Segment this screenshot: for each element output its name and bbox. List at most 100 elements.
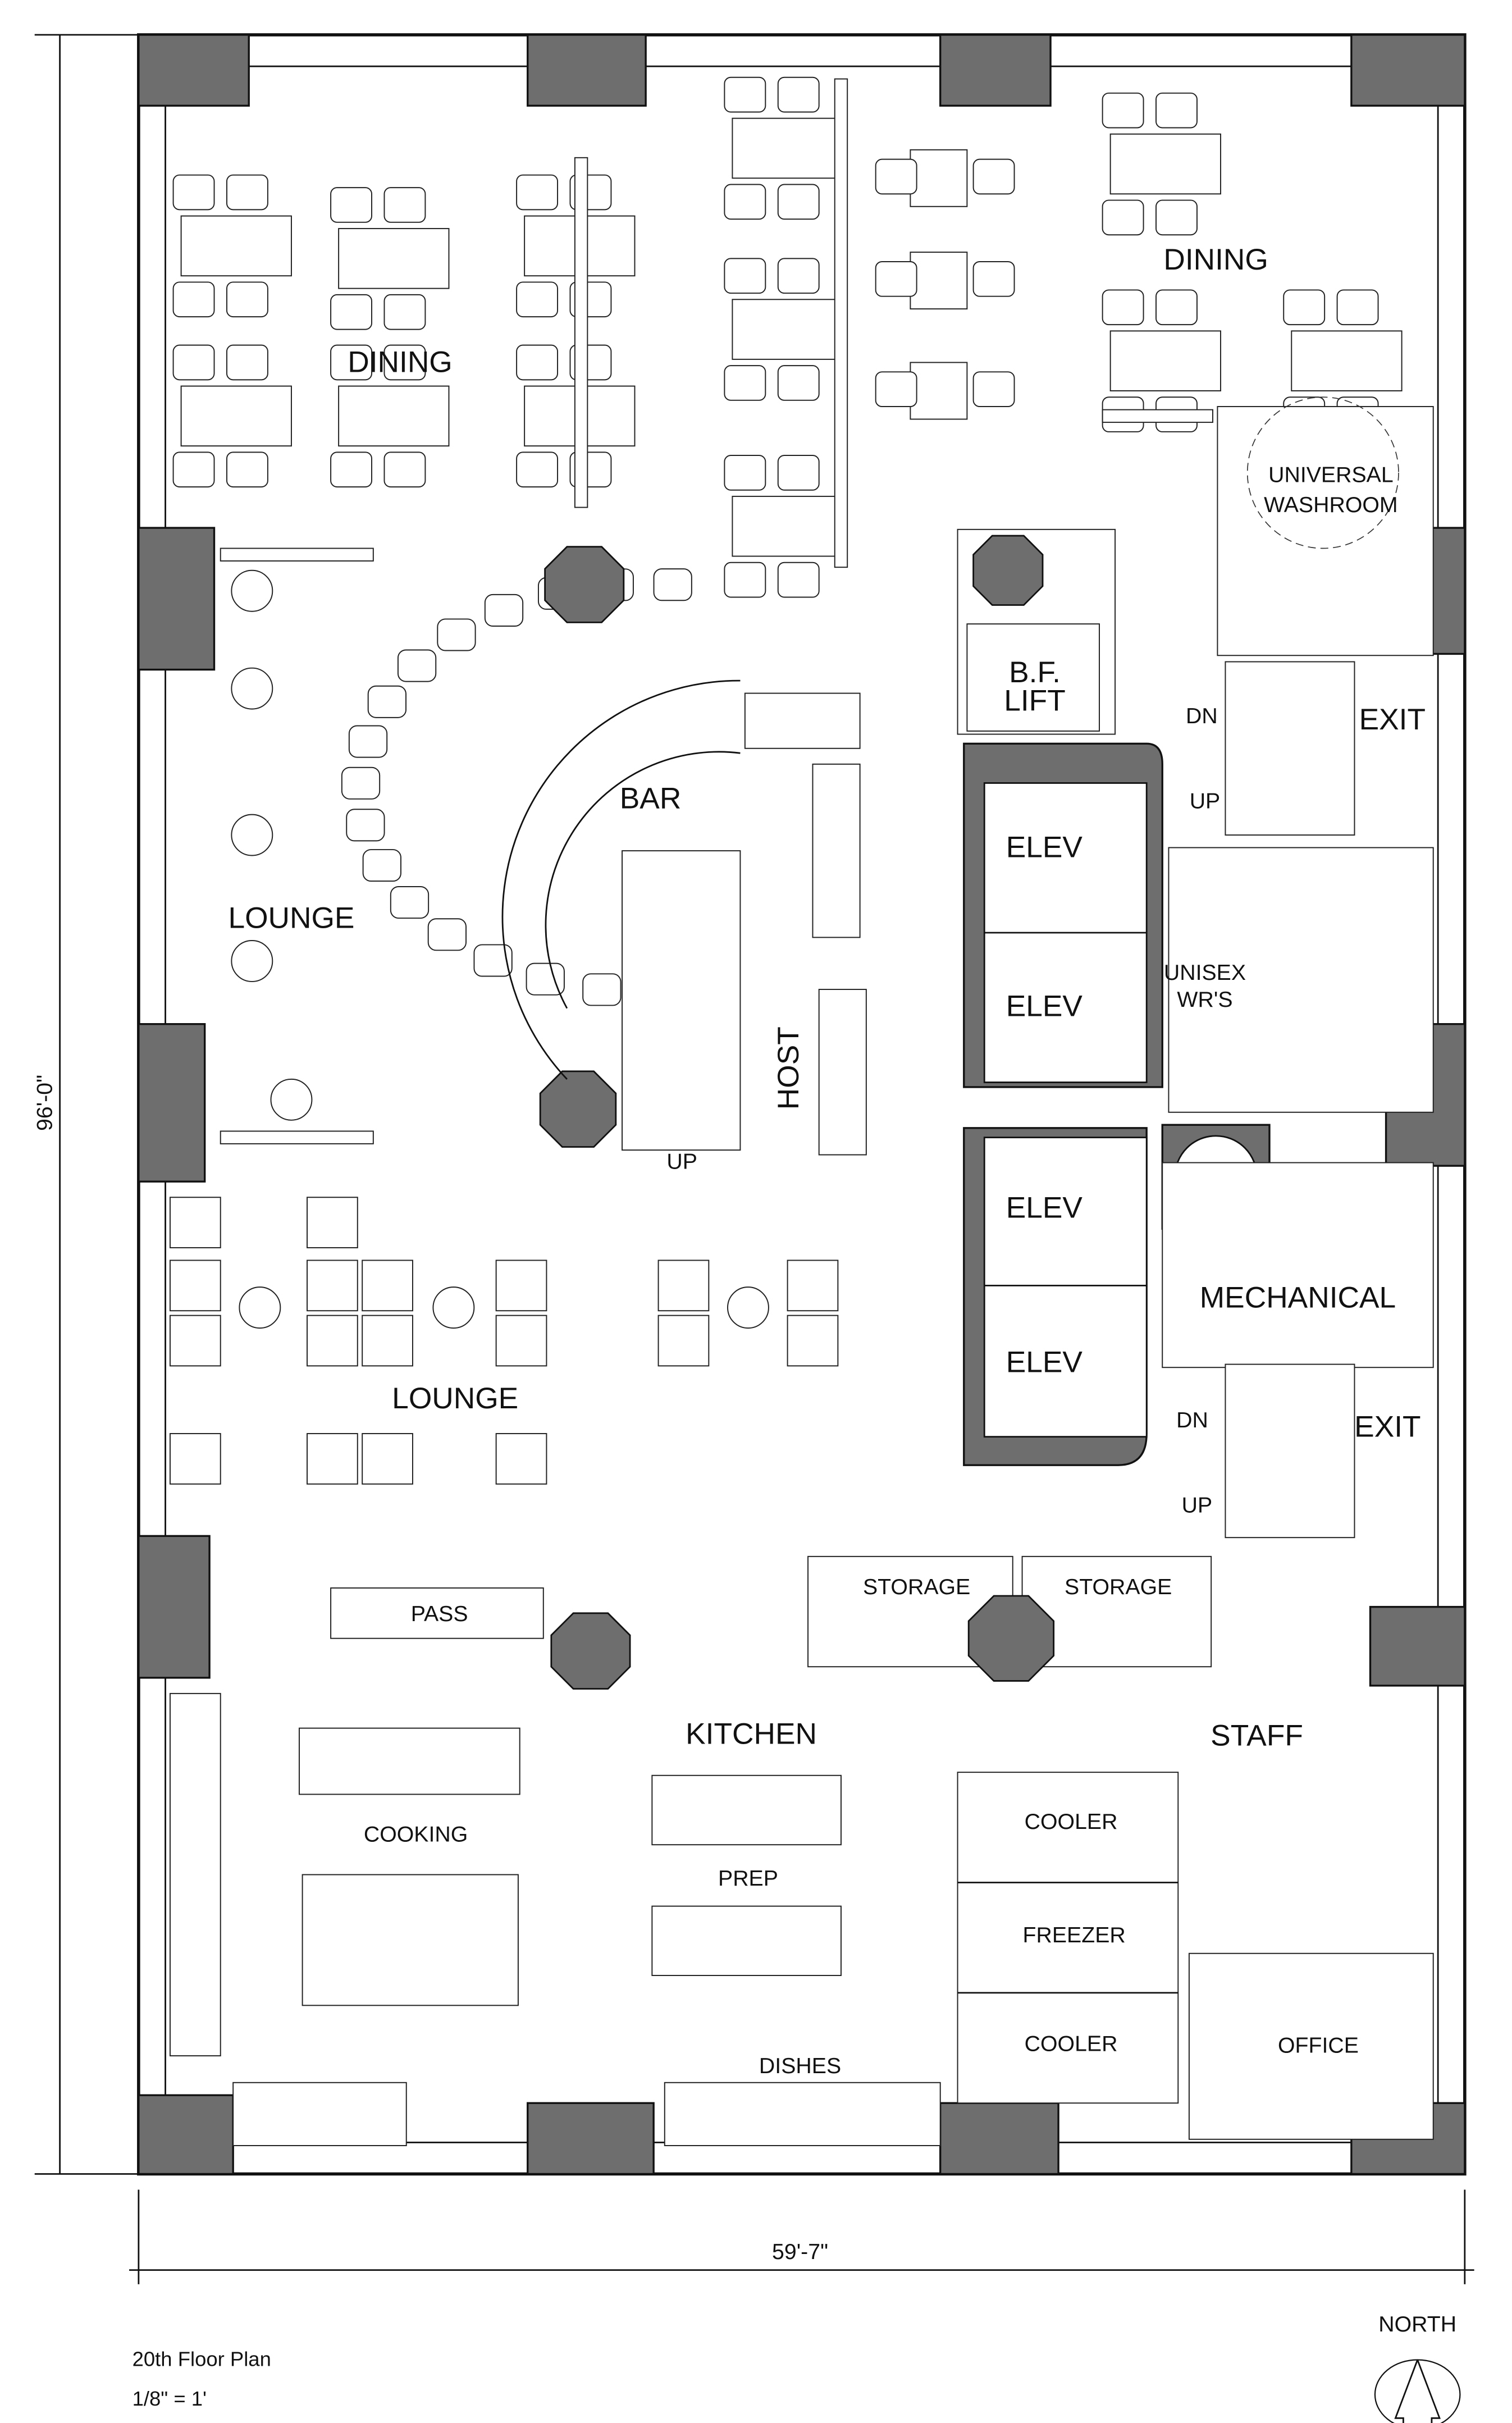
- chair: [516, 281, 559, 318]
- table: [180, 215, 292, 277]
- label-prep: PREP: [718, 1866, 778, 1891]
- chair: [172, 344, 215, 381]
- label-elev-3: ELEV: [1006, 1192, 1083, 1225]
- chair: [777, 76, 820, 113]
- table: [732, 495, 843, 557]
- label-mechanical: MECHANICAL: [1200, 1281, 1396, 1315]
- chair: [972, 371, 1015, 408]
- chair: [172, 451, 215, 488]
- lounge-chair: [495, 1260, 547, 1312]
- label-staff: STAFF: [1210, 1719, 1303, 1752]
- planter: [574, 157, 588, 508]
- label-stair-north-dn: DN: [1186, 704, 1218, 728]
- label-elev-4: ELEV: [1006, 1346, 1083, 1379]
- furniture: [169, 76, 1403, 1511]
- lounge-chair: [362, 1260, 413, 1312]
- chair: [330, 344, 373, 381]
- bar-stool: [427, 918, 467, 951]
- chair: [724, 76, 766, 113]
- label-lounge-west: LOUNGE: [228, 902, 354, 935]
- chair: [330, 187, 373, 223]
- lounge-chair: [307, 1197, 358, 1249]
- lounge-chair: [362, 1433, 413, 1485]
- table: [338, 228, 450, 289]
- label-storage-2: STORAGE: [1065, 1575, 1172, 1599]
- dimension-width: 59'-7": [129, 2189, 1474, 2284]
- table: [1291, 330, 1403, 391]
- chair: [724, 184, 766, 220]
- chair: [875, 261, 917, 297]
- table: [910, 252, 968, 310]
- bar-stool: [348, 725, 388, 758]
- chair: [226, 174, 268, 211]
- chair: [1102, 199, 1144, 236]
- label-universal-washroom-2: WASHROOM: [1264, 492, 1398, 517]
- dimension-height-label: 96'-0": [33, 1075, 57, 1131]
- chair: [516, 344, 559, 381]
- lounge-chair: [495, 1315, 547, 1367]
- chair: [777, 365, 820, 401]
- chair: [1336, 289, 1379, 326]
- chair: [383, 451, 426, 488]
- dimension-width-label: 59'-7": [772, 2239, 828, 2264]
- bar-stool: [653, 568, 692, 601]
- north-label: NORTH: [1378, 2312, 1456, 2337]
- chair: [724, 562, 766, 598]
- chair: [777, 184, 820, 220]
- chair: [1155, 199, 1198, 236]
- chair: [383, 187, 426, 223]
- label-elev-2: ELEV: [1006, 990, 1083, 1023]
- chair: [875, 158, 917, 195]
- bar-stool: [473, 944, 513, 977]
- label-lounge-south: LOUNGE: [392, 1382, 518, 1415]
- label-pass: PASS: [411, 1601, 468, 1626]
- table: [910, 149, 968, 207]
- wall-pillar: [939, 2102, 1059, 2175]
- lounge-chair: [787, 1315, 839, 1367]
- lounge-chair: [307, 1260, 358, 1312]
- table: [1109, 133, 1222, 195]
- label-dining-east: DINING: [1163, 243, 1268, 276]
- label-exit-north: EXIT: [1359, 703, 1426, 736]
- chair: [777, 258, 820, 294]
- label-kitchen: KITCHEN: [686, 1718, 817, 1751]
- bar-stool: [390, 886, 430, 919]
- chair: [1155, 289, 1198, 326]
- round-table: [727, 1286, 769, 1329]
- label-elev-1: ELEV: [1006, 831, 1083, 864]
- round-table: [231, 940, 273, 982]
- chair: [777, 562, 820, 598]
- wall-pillar: [527, 2102, 655, 2175]
- chair: [724, 258, 766, 294]
- lounge-chair: [362, 1315, 413, 1367]
- lounge-chair: [307, 1315, 358, 1367]
- label-freezer: FREEZER: [1023, 1923, 1126, 1947]
- round-table: [239, 1286, 281, 1329]
- label-cooking: COOKING: [364, 1822, 468, 1847]
- chair: [226, 281, 268, 318]
- label-stair-south-up: UP: [1182, 1493, 1213, 1517]
- dimension-height: 96'-0": [33, 34, 139, 2175]
- chair: [172, 281, 215, 318]
- wall-pillar: [138, 2094, 234, 2175]
- label-cooler-1: COOLER: [1025, 1809, 1118, 1834]
- label-exit-south: EXIT: [1354, 1411, 1420, 1444]
- label-unisex-2: WR'S: [1177, 987, 1232, 1012]
- table: [180, 385, 292, 447]
- chair: [383, 344, 426, 381]
- label-stair-bar-up: UP: [666, 1149, 697, 1174]
- chair: [1102, 92, 1144, 129]
- bar-stool: [582, 973, 622, 1006]
- label-cooler-2: COOLER: [1025, 2032, 1118, 2056]
- chair: [383, 294, 426, 330]
- table: [732, 117, 843, 179]
- bar-stool: [362, 849, 401, 882]
- round-table: [270, 1078, 313, 1121]
- chair: [875, 371, 917, 408]
- label-host: HOST: [772, 1026, 805, 1110]
- label-bf-lift-2: LIFT: [1004, 684, 1066, 717]
- wall-pillar: [138, 1023, 206, 1183]
- wall-pillar: [138, 34, 250, 107]
- chair: [516, 174, 559, 211]
- planter: [834, 78, 848, 568]
